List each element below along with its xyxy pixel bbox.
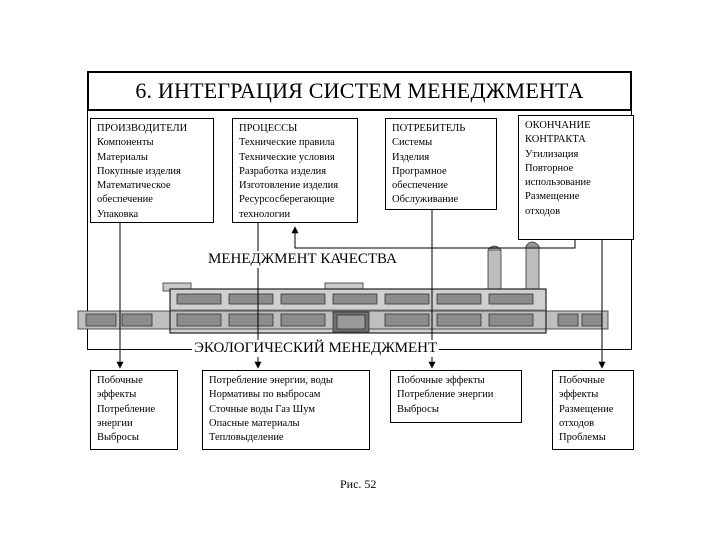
contract-end-heading: ОКОНЧАНИЕ: [525, 120, 591, 131]
factory-chimneys: [487, 241, 540, 293]
figure-caption: Рис. 52: [340, 477, 377, 491]
processes-item: технологии: [239, 208, 291, 220]
producers-heading: ПРОИЗВОДИТЕЛИ: [97, 123, 188, 134]
producers-item: обеспечение: [97, 194, 153, 206]
contract-end-box: ОКОНЧАНИЕ КОНТРАКТА Утилизация Повторное…: [518, 115, 634, 240]
producers-item: Математическое: [97, 180, 171, 192]
side-effects-box-1: Побочные эффекты Потребление энергии Выб…: [90, 370, 178, 450]
contract-end-item: Повторное: [525, 162, 574, 174]
processes-item: Разработка изделия: [239, 165, 327, 177]
contract-end-item: использование: [525, 177, 591, 189]
process-impacts-item: Опасные материалы: [209, 417, 300, 429]
factory-building: [77, 288, 609, 334]
side-effects-item: Побочные: [97, 375, 143, 386]
diagram-title: 6. ИНТЕГРАЦИЯ СИСТЕМ МЕНЕДЖМЕНТА: [87, 71, 632, 111]
consumer-item: обеспечение: [392, 180, 448, 192]
side-effects-item: Выбросы: [97, 432, 139, 444]
disposal-effects-item: Проблемы: [559, 432, 606, 444]
consumer-effects-item: Потребление энергии: [397, 389, 494, 401]
producers-item: Упаковка: [97, 208, 139, 220]
processes-item: Ресурсосберегающие: [239, 194, 335, 206]
side-effects-item: Потребление: [97, 403, 156, 415]
eco-management-label: ЭКОЛОГИЧЕСКИЙ МЕНЕДЖМЕНТ: [192, 340, 440, 357]
producers-item: Материалы: [97, 151, 148, 163]
consumer-item: Изделия: [392, 151, 430, 163]
consumer-effects-box: Побочные эффекты Потребление энергии Выб…: [390, 370, 522, 423]
side-effects-item: эффекты: [97, 389, 137, 401]
disposal-effects-item: Размещение: [559, 403, 614, 415]
process-impacts-item: Тепловыделение: [209, 432, 284, 444]
consumer-effects-item: Побочные эффекты: [397, 375, 485, 386]
contract-end-item: Размещение: [525, 191, 580, 203]
process-impacts-box: Потребление энергии, воды Нормативы по в…: [202, 370, 370, 450]
disposal-effects-box: Побочные эффекты Размещение отходов Проб…: [552, 370, 634, 450]
quality-management-label: МЕНЕДЖМЕНТ КАЧЕСТВА: [208, 251, 397, 268]
process-impacts-item: Потребление энергии, воды: [209, 375, 333, 386]
contract-end-item: отходов: [525, 205, 561, 217]
disposal-effects-item: эффекты: [559, 389, 599, 401]
processes-heading: ПРОЦЕССЫ: [239, 123, 298, 134]
consumer-item: Програмное: [392, 165, 447, 177]
producers-item: Покупные изделия: [97, 165, 181, 177]
consumer-heading: ПОТРЕБИТЕЛЬ: [392, 123, 466, 134]
producers-box: ПРОИЗВОДИТЕЛИ Компоненты Материалы Покуп…: [90, 118, 214, 223]
disposal-effects-item: отходов: [559, 417, 595, 429]
contract-end-item: Утилизация: [525, 148, 579, 160]
processes-item: Технические условия: [239, 151, 335, 163]
disposal-effects-item: Побочные: [559, 375, 605, 386]
process-impacts-item: Сточные воды Газ Шум: [209, 403, 315, 415]
process-impacts-item: Нормативы по выбросам: [209, 389, 321, 401]
processes-item: Технические правила: [239, 137, 335, 149]
consumer-item: Системы: [392, 137, 433, 149]
side-effects-item: энергии: [97, 417, 133, 429]
processes-item: Изготовление изделия: [239, 180, 339, 192]
producers-item: Компоненты: [97, 137, 154, 149]
processes-box: ПРОЦЕССЫ Технические правила Технические…: [232, 118, 358, 223]
consumer-box: ПОТРЕБИТЕЛЬ Системы Изделия Програмное о…: [385, 118, 497, 210]
contract-end-heading: КОНТРАКТА: [525, 134, 586, 146]
consumer-item: Обслуживание: [392, 194, 459, 206]
consumer-effects-item: Выбросы: [397, 403, 439, 415]
